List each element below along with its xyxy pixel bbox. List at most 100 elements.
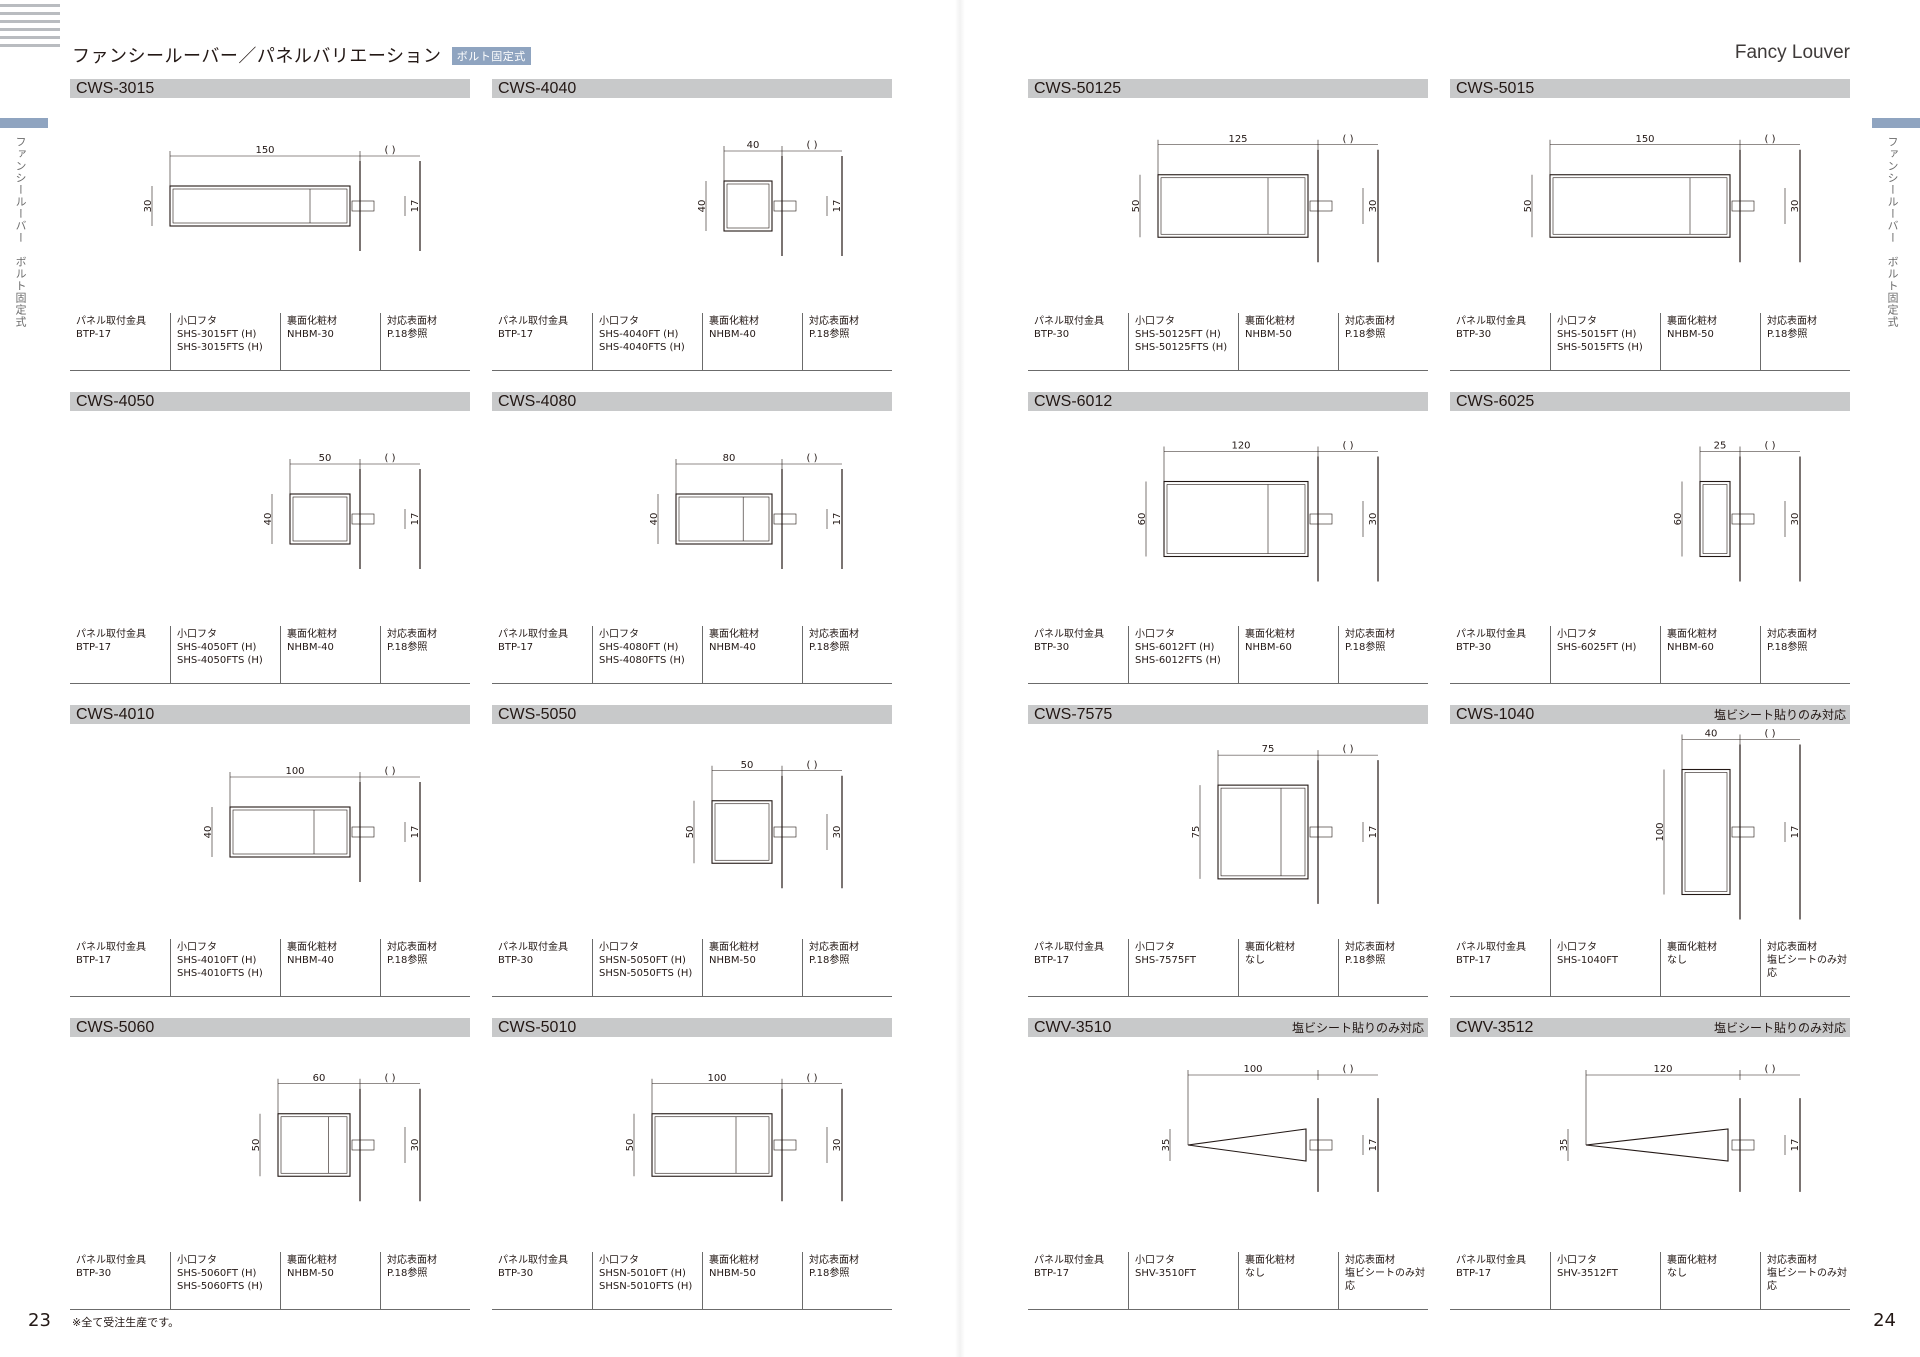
panel-inner-wall xyxy=(172,188,348,224)
side-tab-label: ファンシールーバー ボルト固定式 xyxy=(1886,136,1899,328)
width-dimension: 80 xyxy=(723,453,736,464)
spec-value: P.18参照 xyxy=(1345,642,1386,653)
spec-label: パネル取付金具 xyxy=(76,1255,146,1266)
spec-label: 裏面化粧材 xyxy=(1245,1255,1295,1266)
panel-profile xyxy=(651,1113,773,1177)
spec-label: パネル取付金具 xyxy=(498,316,568,327)
model-number: CWV-3510 xyxy=(1034,1019,1112,1036)
bolt xyxy=(1731,513,1755,525)
width-dimension: 125 xyxy=(1228,134,1247,145)
spec-label: 裏面化粧材 xyxy=(287,629,337,640)
height-dimension: 35 xyxy=(1161,1139,1172,1152)
panel-inner-wall xyxy=(1684,772,1728,892)
bracket-dimension: 17 xyxy=(410,826,421,839)
bolt xyxy=(351,513,375,525)
bracket-dimension: 30 xyxy=(832,1139,843,1152)
bracket-dimension: 30 xyxy=(1790,513,1801,526)
spec-label: 対応表面材 xyxy=(1345,629,1395,640)
spec-value: 塩ビシートのみ対応 xyxy=(1767,955,1847,979)
spec-label: 裏面化粧材 xyxy=(287,942,337,953)
spec-value: なし xyxy=(1667,955,1687,966)
spec-value: SHS-5060FTS (H) xyxy=(177,1281,263,1292)
height-dimension: 40 xyxy=(697,200,708,213)
spec-value: P.18参照 xyxy=(387,329,428,340)
spec-label: 小口フタ xyxy=(1135,316,1175,327)
height-dimension: 100 xyxy=(1655,822,1666,841)
panel-profile xyxy=(711,800,773,864)
spec-value: NHBM-60 xyxy=(1667,642,1714,653)
spec-label: 対応表面材 xyxy=(809,942,859,953)
spec-value: SHS-50125FTS (H) xyxy=(1135,342,1228,353)
height-dimension: 40 xyxy=(203,826,214,839)
spec-label: 対応表面材 xyxy=(809,1255,859,1266)
spec-label: 対応表面材 xyxy=(387,316,437,327)
spec-value: SHS-4080FT (H) xyxy=(599,642,679,653)
bolt xyxy=(1731,200,1755,212)
card-header: CWS-6025 xyxy=(1450,392,1850,411)
gap-dimension: ( ) xyxy=(1765,1064,1776,1075)
spec-label: 対応表面材 xyxy=(1345,1255,1395,1266)
gap-dimension: ( ) xyxy=(807,1073,818,1084)
spec-label: 対応表面材 xyxy=(1767,942,1817,953)
card-header: CWS-5060 xyxy=(70,1018,470,1037)
gap-dimension: ( ) xyxy=(1765,729,1776,740)
spec-label: パネル取付金具 xyxy=(498,942,568,953)
spec-value: NHBM-40 xyxy=(709,642,756,653)
panel-inner-wall xyxy=(678,496,770,542)
spec-value: SHV-3510FT xyxy=(1135,1268,1196,1279)
bracket-dimension: 30 xyxy=(410,1139,421,1152)
width-dimension: 120 xyxy=(1653,1064,1672,1075)
model-number: CWS-5060 xyxy=(76,1019,155,1036)
bolt xyxy=(1309,826,1333,838)
panel-profile xyxy=(1157,174,1309,238)
bracket-dimension: 30 xyxy=(1368,200,1379,213)
model-number: CWS-5015 xyxy=(1456,80,1535,97)
panel-inner-wall xyxy=(726,183,770,229)
spec-value: SHS-4050FT (H) xyxy=(177,642,257,653)
bracket-dimension: 17 xyxy=(410,200,421,213)
bolt xyxy=(1731,1139,1755,1151)
spec-value: BTP-30 xyxy=(498,955,534,966)
bracket-dimension: 17 xyxy=(1790,826,1801,839)
spec-value: なし xyxy=(1667,1268,1687,1279)
spec-value: BTP-17 xyxy=(498,642,534,653)
spec-label: 裏面化粧材 xyxy=(287,1255,337,1266)
spec-value: SHS-4010FTS (H) xyxy=(177,968,263,979)
spec-value: SHS-1040FT xyxy=(1557,955,1618,966)
spec-value: NHBM-40 xyxy=(709,329,756,340)
spec-label: 小口フタ xyxy=(177,1255,217,1266)
spec-label: 小口フタ xyxy=(599,629,639,640)
spec-label: 裏面化粧材 xyxy=(709,316,759,327)
